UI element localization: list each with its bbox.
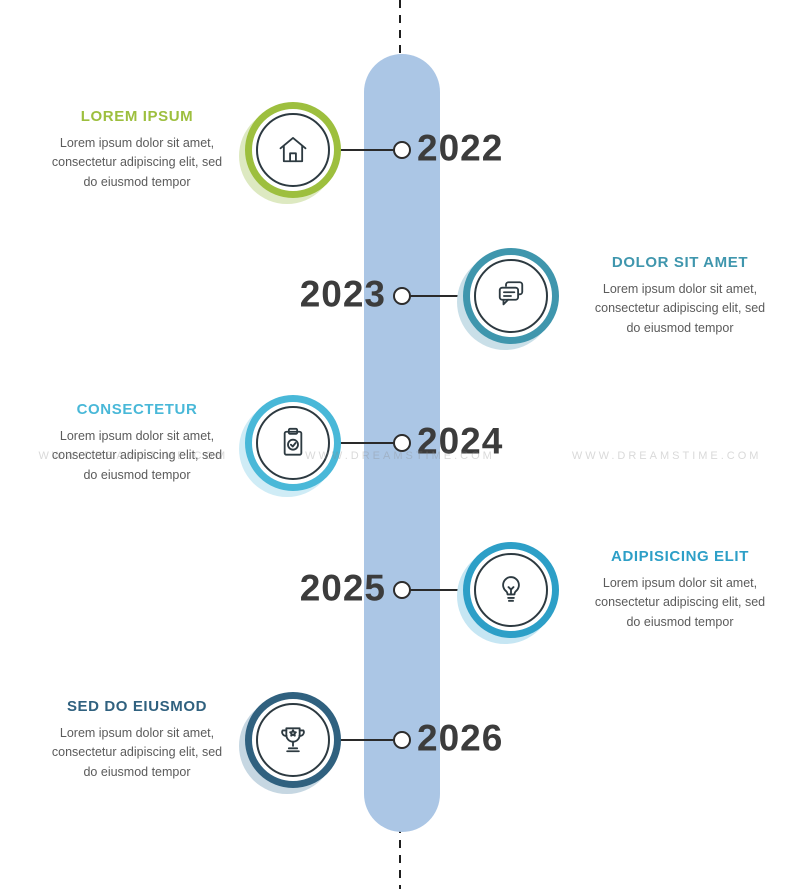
entry-body: Lorem ipsum dolor sit amet, consectetur … (27, 134, 247, 192)
entry-body-line: do eiusmod tempor (626, 614, 734, 629)
entry-body-line: Lorem ipsum dolor sit amet, (59, 725, 215, 740)
entry-body-line: Lorem ipsum dolor sit amet, (59, 428, 215, 443)
clipboard-icon (283, 427, 303, 456)
entry-body-line: consectetur adipiscing elit, sed (51, 155, 223, 170)
entry-icon-circle (239, 102, 341, 204)
entry-icon-circle (457, 542, 559, 644)
timeline-dot (393, 141, 411, 159)
entry-body-line: consectetur adipiscing elit, sed (594, 595, 766, 610)
circle-inner (474, 259, 548, 333)
entry-year: 2024 (417, 420, 504, 462)
entry-body-line: do eiusmod tempor (83, 174, 191, 189)
entry-body-line: consectetur adipiscing elit, sed (51, 448, 223, 463)
bulb-icon (502, 576, 520, 602)
home-icon (279, 137, 307, 163)
entry-body-line: consectetur adipiscing elit, sed (51, 745, 223, 760)
circle-inner (256, 406, 330, 480)
entry-body-line: do eiusmod tempor (83, 764, 191, 779)
connector-line (338, 149, 402, 151)
entry-heading: LOREM IPSUM (80, 107, 194, 125)
entry-body-line: Lorem ipsum dolor sit amet, (59, 135, 215, 150)
entry-text-block: CONSECTETUR Lorem ipsum dolor sit amet, … (27, 401, 247, 485)
entry-body-line: consectetur adipiscing elit, sed (594, 301, 766, 316)
timeline-dot (393, 287, 411, 305)
entry-body-line: do eiusmod tempor (626, 320, 734, 335)
entry-body: Lorem ipsum dolor sit amet, consectetur … (572, 280, 788, 338)
entry-icon-circle (457, 248, 559, 350)
circle-inner (474, 553, 548, 627)
entry-year: 2026 (417, 717, 504, 759)
entry-year: 2025 (299, 567, 386, 609)
connector-line (402, 295, 464, 297)
entry-body: Lorem ipsum dolor sit amet, consectetur … (27, 427, 247, 485)
entry-text-block: SED DO EIUSMOD Lorem ipsum dolor sit ame… (27, 698, 247, 782)
entry-heading: CONSECTETUR (76, 400, 198, 418)
entry-year: 2022 (417, 127, 504, 169)
entry-body-line: do eiusmod tempor (83, 467, 191, 482)
connector-line (338, 442, 402, 444)
connector-line (402, 589, 464, 591)
entry-icon-circle (239, 692, 341, 794)
entry-heading: ADIPISICING ELIT (611, 547, 749, 565)
entry-body-line: Lorem ipsum dolor sit amet, (602, 281, 758, 296)
timeline-dot (393, 731, 411, 749)
timeline-dot (393, 581, 411, 599)
entry-text-block: LOREM IPSUM Lorem ipsum dolor sit amet, … (27, 108, 247, 192)
circle-inner (256, 703, 330, 777)
entry-text-block: DOLOR SIT AMET Lorem ipsum dolor sit ame… (572, 254, 788, 338)
entry-body-line: Lorem ipsum dolor sit amet, (602, 575, 758, 590)
entry-heading: DOLOR SIT AMET (611, 253, 749, 271)
entry-year: 2023 (299, 273, 386, 315)
circle-inner (256, 113, 330, 187)
chat-icon (498, 281, 524, 306)
entry-text-block: ADIPISICING ELIT Lorem ipsum dolor sit a… (572, 548, 788, 632)
connector-line (338, 739, 402, 741)
entry-heading: SED DO EIUSMOD (66, 697, 208, 715)
timeline-dot (393, 434, 411, 452)
entry-body: Lorem ipsum dolor sit amet, consectetur … (27, 724, 247, 782)
trophy-icon (281, 727, 305, 753)
entry-icon-circle (239, 395, 341, 497)
entry-body: Lorem ipsum dolor sit amet, consectetur … (572, 574, 788, 632)
